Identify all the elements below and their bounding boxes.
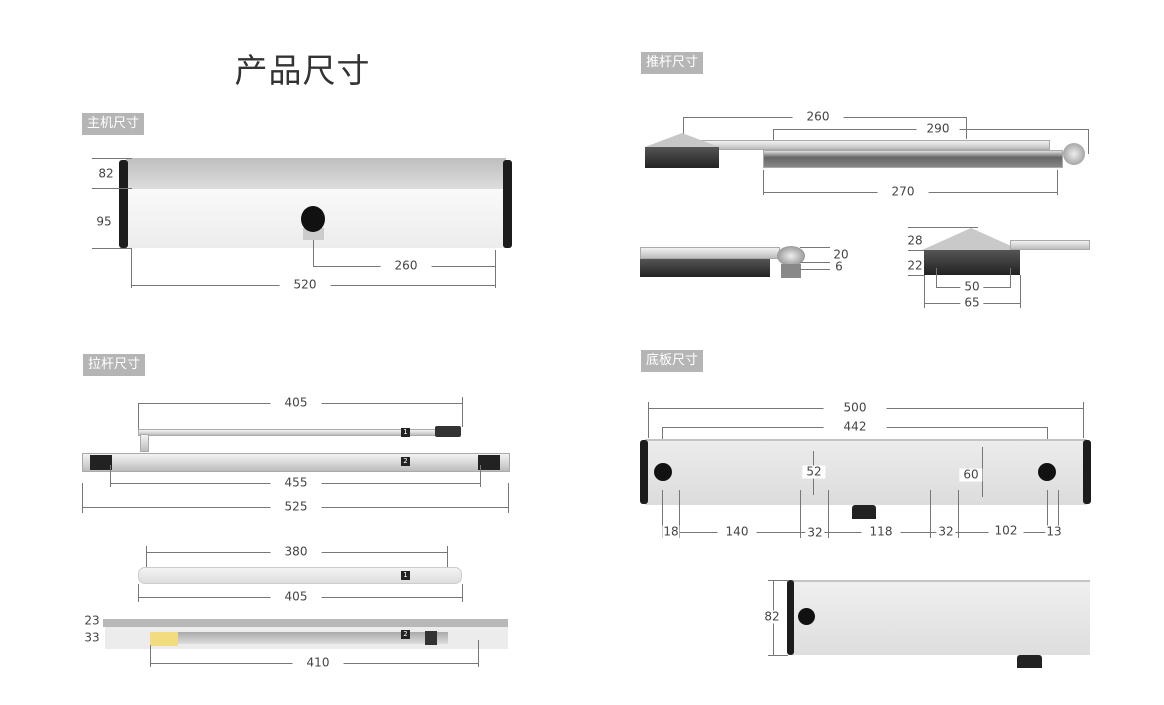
arm-detail-bar	[640, 247, 780, 259]
bracket-arm	[1010, 240, 1090, 250]
dim-label: 442	[823, 420, 887, 434]
dim-label: 20	[833, 247, 849, 262]
rod-1-plate	[138, 567, 462, 584]
bracket-front	[924, 250, 1020, 275]
channel-slot	[178, 632, 448, 644]
end-cap-left	[787, 580, 794, 655]
dim-label: 380	[270, 545, 322, 559]
mounting-hole-icon	[654, 463, 672, 481]
arm-detail-lower	[640, 259, 770, 277]
dim-label: 82	[763, 609, 781, 624]
dim-label: 140	[717, 525, 757, 539]
plate-bracket	[1017, 655, 1042, 668]
section-tag-base-plate: 底板尺寸	[641, 350, 704, 372]
dim-label: 22	[907, 258, 923, 273]
dim-label: 33	[84, 630, 100, 645]
rod-2-end-left	[90, 455, 112, 470]
dim-label: 455	[270, 476, 322, 490]
dim-label: 405	[270, 396, 322, 410]
part-number-badge: 1	[401, 428, 410, 437]
rod-1-end	[435, 426, 461, 437]
part-number-badge: 1	[401, 571, 410, 580]
dim-label: 290	[916, 122, 960, 136]
push-arm-lower-bar	[763, 150, 1063, 168]
dim-label: 500	[823, 401, 887, 415]
end-cap-left	[119, 160, 128, 248]
base-plate-side	[792, 580, 1090, 655]
mounting-hole-icon	[798, 608, 815, 625]
channel-top	[103, 619, 508, 627]
dim-label: 405	[270, 590, 322, 604]
plate-bracket	[852, 505, 876, 519]
dim-label: 13	[1045, 524, 1063, 539]
mounting-hole-icon	[1038, 463, 1056, 481]
end-cap-left	[640, 440, 648, 504]
knob-icon	[301, 206, 325, 232]
rod-2-end-right	[478, 455, 500, 470]
dim-label: 23	[84, 613, 100, 628]
dim-label: 410	[292, 656, 344, 670]
dim-label: 95	[96, 214, 112, 229]
pivot-knob-icon	[777, 246, 805, 266]
dim-label: 118	[861, 525, 901, 539]
page-title: 产品尺寸	[234, 51, 371, 90]
dim-label: 520	[279, 278, 331, 292]
bracket-top	[922, 228, 1020, 250]
dim-label: 260	[792, 110, 844, 124]
dim-label: 18	[662, 524, 680, 539]
section-tag-pull-rod: 拉杆尺寸	[83, 354, 146, 376]
pivot-knob-icon	[1063, 143, 1085, 165]
dim-label: 52	[802, 465, 826, 479]
dim-label: 32	[805, 525, 825, 540]
rod-2	[82, 453, 510, 472]
dim-label: 32	[936, 524, 956, 539]
rod-1-hook	[140, 434, 149, 452]
dim-label: 270	[877, 185, 929, 199]
dim-label: 82	[98, 166, 114, 181]
push-arm-upper-bar	[700, 140, 1050, 150]
part-number-badge: 2	[401, 457, 410, 466]
end-cap-right	[1083, 440, 1091, 504]
end-cap-right	[503, 160, 512, 248]
main-unit-top-face	[126, 158, 506, 189]
dim-label: 65	[960, 296, 984, 310]
rod-1	[138, 429, 438, 436]
dim-label: 28	[907, 233, 923, 248]
dim-label: 260	[380, 259, 432, 273]
section-tag-main-unit: 主机尺寸	[82, 113, 145, 135]
dim-label: 525	[270, 500, 322, 514]
dim-label: 102	[988, 524, 1024, 538]
bracket-front	[645, 147, 719, 168]
slider-block	[150, 632, 178, 646]
channel-stop	[425, 631, 437, 645]
section-tag-push-arm: 推杆尺寸	[641, 52, 704, 74]
base-plate	[645, 439, 1087, 505]
dim-label: 60	[959, 468, 983, 482]
dim-label: 6	[835, 259, 843, 274]
part-number-badge: 2	[401, 630, 410, 639]
dim-label: 50	[960, 280, 984, 294]
pivot-shaft	[781, 264, 801, 278]
